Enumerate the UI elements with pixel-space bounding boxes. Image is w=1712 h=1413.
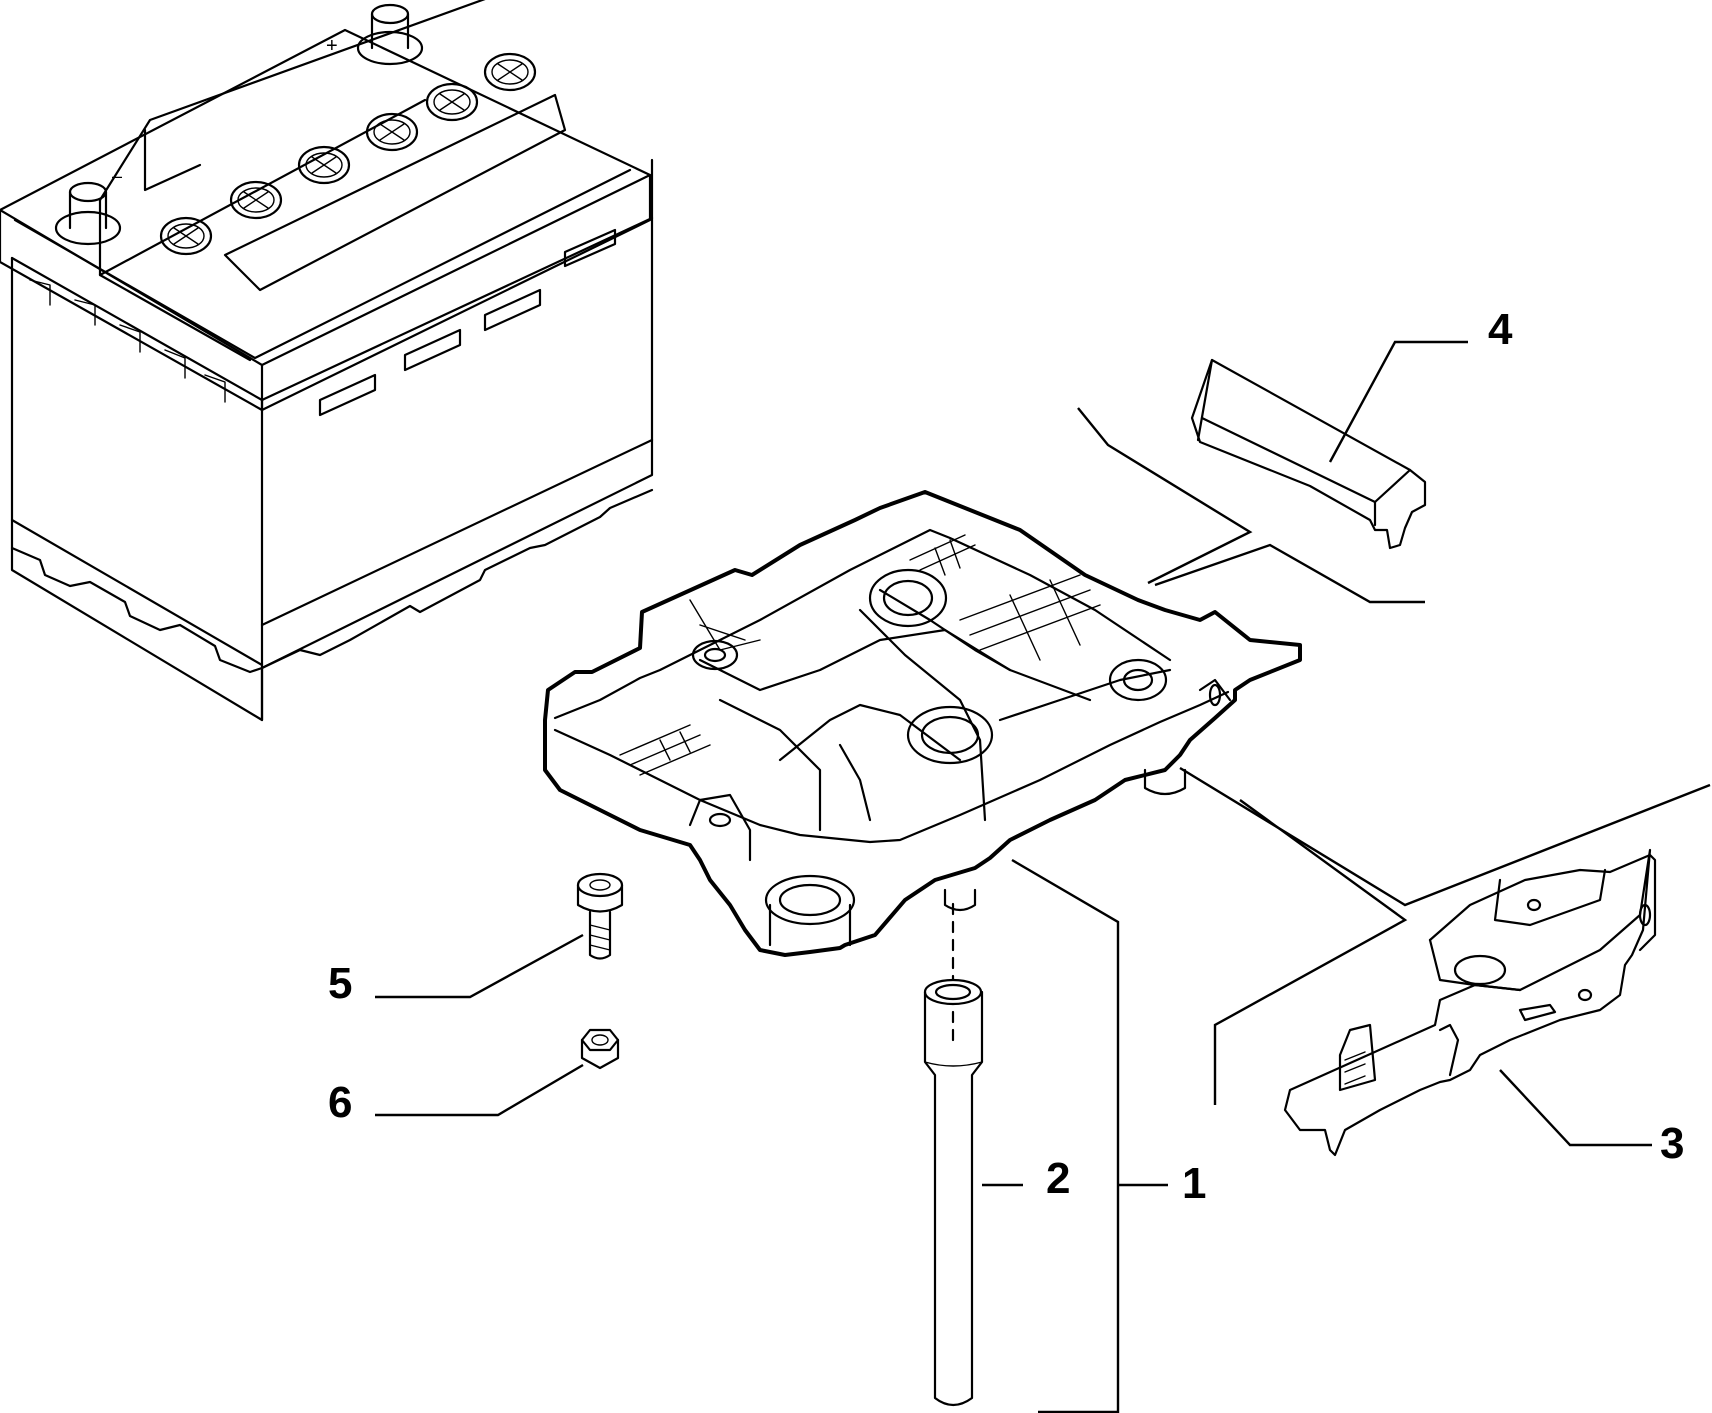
context-lines xyxy=(1077,407,1711,1105)
support-bracket xyxy=(1283,848,1657,1157)
leader-6 xyxy=(375,1063,584,1117)
tray-boss-top xyxy=(868,568,948,628)
callout-1: 1 xyxy=(1182,1159,1206,1208)
leader-4 xyxy=(1328,340,1468,463)
callout-4: 4 xyxy=(1488,305,1513,354)
callout-3: 3 xyxy=(1660,1119,1684,1168)
tray-boss-left xyxy=(691,639,739,671)
leader-lines xyxy=(375,340,1652,1413)
leader-1 xyxy=(1011,858,1120,1413)
battery: – + xyxy=(0,0,654,722)
battery-tray xyxy=(543,490,1302,957)
tray-tab-right xyxy=(1198,678,1232,707)
terminal-plus-label: + xyxy=(326,35,338,57)
hold-down-strap xyxy=(1190,358,1427,550)
tray-boss-middle xyxy=(906,705,994,765)
callout-labels: 1 2 3 4 5 6 xyxy=(328,305,1684,1208)
callout-6: 6 xyxy=(328,1078,352,1127)
tray-foot-front xyxy=(764,874,856,947)
negative-terminal: – xyxy=(54,166,122,246)
bolt xyxy=(576,872,624,960)
callout-5: 5 xyxy=(328,959,352,1008)
tray-tab-left xyxy=(688,793,752,862)
terminal-minus-label: – xyxy=(112,166,122,186)
nut xyxy=(580,1028,620,1070)
battery-handle-slots xyxy=(318,228,617,417)
positive-terminal: + xyxy=(326,3,424,66)
leader-5 xyxy=(375,933,584,999)
tray-boss-right xyxy=(1108,658,1168,702)
vent-caps xyxy=(159,52,537,256)
leader-3 xyxy=(1499,1069,1652,1147)
callout-2: 2 xyxy=(1046,1154,1070,1203)
spacer-tube xyxy=(923,902,984,1407)
